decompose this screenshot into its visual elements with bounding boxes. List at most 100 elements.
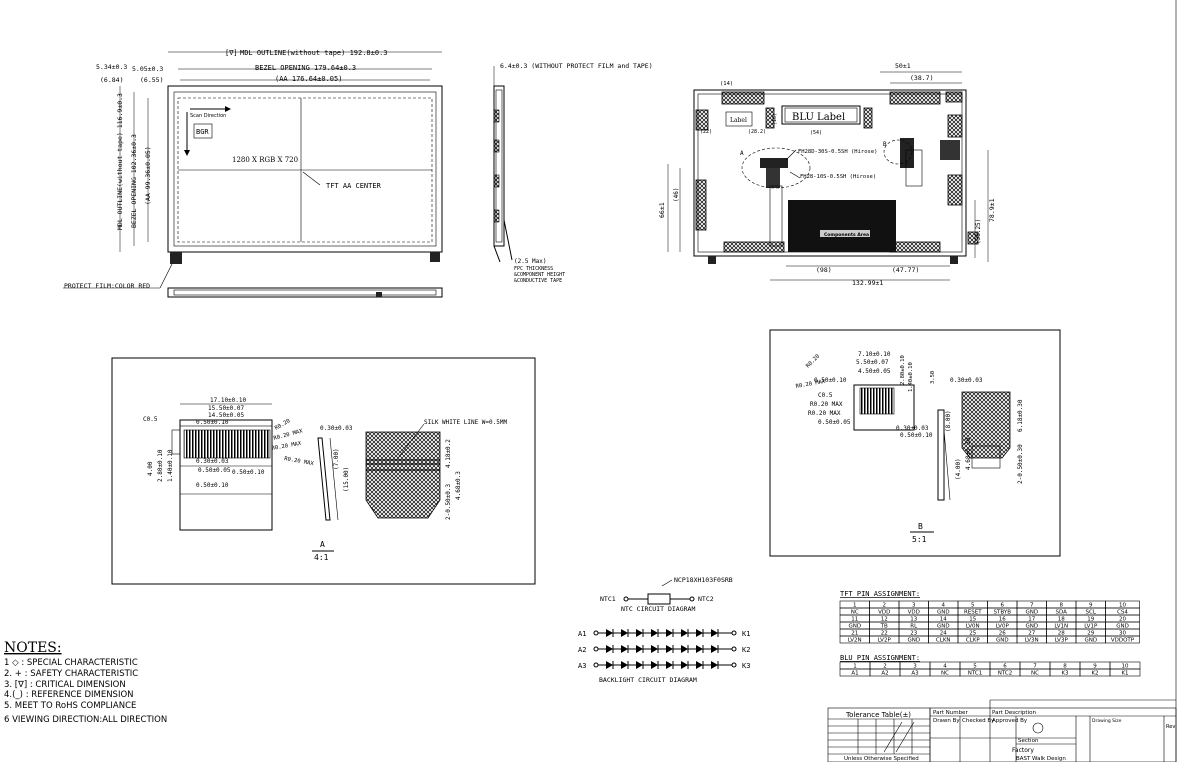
pin-cell: 17 [1028, 616, 1035, 622]
a-r20max2: R0.20 MAX [271, 441, 302, 452]
b-v350: 3.50 [930, 371, 936, 384]
pin-cell: GND [937, 609, 950, 615]
terminal-icon [731, 630, 737, 636]
pin-cell: VDDOTP [1111, 637, 1135, 643]
pin-cell: 4 [943, 663, 947, 669]
ntc2-label: NTC2 [698, 595, 714, 603]
b-v280: 2.80±0.10 [900, 355, 906, 385]
b-t030: 0.30±0.03 [950, 377, 983, 384]
pin-cell: 10 [1119, 602, 1126, 608]
pin-cell: LV2P [878, 637, 892, 643]
pin-cell: 8 [1060, 602, 1064, 608]
dim-282: (28.2) [748, 129, 766, 135]
rev-label: Rev [1166, 724, 1175, 730]
pin-cell: 2 [883, 602, 887, 608]
pin-cell: 11 [851, 616, 858, 622]
a-c05: C0.5 [143, 416, 158, 423]
led-diode-icon [606, 661, 613, 669]
pin-cell: 5 [973, 663, 977, 669]
pin-cell: VDD [908, 609, 920, 615]
approved-by-label: Approved By [992, 718, 1028, 724]
dim-16: (16) [772, 113, 778, 125]
tft-aa-center: TFT AA CENTER [326, 182, 382, 190]
pin-cell: 1 [853, 602, 857, 608]
b-v618: 6.18±0.30 [1017, 399, 1024, 432]
a-w1550: 15.50±0.07 [208, 405, 245, 412]
pin-cell: A1 [851, 670, 858, 676]
led-diode-icon [696, 645, 703, 653]
a-p050b: 0.50±0.10 [232, 469, 265, 476]
pin-cell: 23 [910, 630, 917, 636]
dim-46: (46) [673, 188, 680, 202]
pin-cell: LV1N [1054, 623, 1068, 629]
b-t030b: 0.30±0.03 [896, 425, 929, 432]
b-v468: 4.68±0.30 [965, 437, 972, 470]
terminal-icon [593, 630, 599, 636]
module-outline [167, 85, 443, 253]
b-v250: 2-0.50±0.30 [1017, 444, 1024, 484]
note-4: 4.(_) : REFERENCE DIMENSION [4, 690, 134, 700]
pin-cell: GND [1116, 623, 1129, 629]
a-p050: 0.50±0.05 [198, 467, 231, 474]
b-w050: 0.50±0.10 [814, 377, 847, 384]
left-ref-2: (6.55) [140, 76, 163, 84]
part-number-label: Part Number [933, 710, 968, 716]
a-r20: R0.20 [274, 418, 291, 431]
blu-pin-title: BLU PIN ASSIGNMENT: [840, 654, 920, 662]
pin-cell: NC [941, 670, 949, 676]
pin-cell: 29 [1087, 630, 1094, 636]
aa-v: (AA 99.36±0.05) [144, 146, 152, 205]
pin-cell: 14 [940, 616, 947, 622]
dim-4777: (47.77) [892, 266, 919, 274]
led-diode-icon [711, 629, 718, 637]
pin-cell: LV3P [1055, 637, 1069, 643]
dim-66: 66±1 [658, 202, 666, 218]
a-label: A [320, 540, 325, 549]
components-area: Components Area [824, 232, 869, 238]
detail-a-mark: A [740, 150, 744, 157]
a-t030: 0.30±0.03 [320, 425, 353, 432]
walk-label: Walk Design [1032, 756, 1066, 762]
b-c05: C0.5 [818, 392, 833, 399]
title-block: Tolerance Table(±) Unless Otherwise Spec… [827, 699, 1177, 762]
led-diode-icon [666, 645, 673, 653]
pin-cell: NTC2 [998, 670, 1013, 676]
blu-label: BLU Label [792, 112, 845, 123]
pin-cell: 15 [969, 616, 976, 622]
led-diode-icon [636, 645, 643, 653]
b-scale: 5:1 [912, 535, 927, 544]
led-diode-icon [606, 645, 613, 653]
led-diode-icon [711, 645, 718, 653]
factory-label: Factory [1012, 747, 1034, 754]
dim-13299: 132.99±1 [852, 279, 883, 287]
pin-cell: K1 [1121, 670, 1128, 676]
side-view: 6.4±0.3 (WITHOUT PROTECT FILM and TAPE) … [493, 62, 653, 284]
a-v400: 4.00 [147, 461, 154, 476]
pin-cell: LV2N [848, 637, 862, 643]
a-t700: (7.00) [333, 448, 340, 470]
pin-cell: 6 [1003, 663, 1007, 669]
pin-cell: 19 [1087, 616, 1094, 622]
pin-cell: K2 [1091, 670, 1098, 676]
notes-title: NOTES: [4, 640, 62, 656]
pin-cell: LV0P [996, 623, 1010, 629]
pin-cell: 1 [853, 663, 857, 669]
note-1: 1 ◇ : SPECIAL CHARACTERISTIC [4, 658, 138, 668]
pin-cell: 16 [999, 616, 1006, 622]
pin-cell: GND [1084, 637, 1097, 643]
pin-cell: GND [996, 637, 1009, 643]
pin-cell: 6 [1001, 602, 1005, 608]
mdl-outline-h: MDL OUTLINE(without tape) 192.8±0.3 [240, 49, 388, 57]
left-dim-1: 5.34±0.3 [96, 63, 127, 71]
pin-cell: 2 [883, 663, 887, 669]
terminal-icon [731, 646, 737, 652]
pin-cell: VDD [878, 609, 890, 615]
pin-cell: 4 [942, 602, 946, 608]
fpc-note-3: &CONDUCTIVE TAPE [514, 278, 562, 284]
a-v205: 2-0.50±0.3 [445, 483, 452, 520]
connector-2: FH28-10S-0.5SH (Hirose) [800, 174, 876, 180]
bezel-opening-v: BEZEL OPENING 102.36±0.3 [130, 134, 138, 228]
led-diode-icon [651, 629, 658, 637]
pin-cell: TB [880, 623, 888, 629]
